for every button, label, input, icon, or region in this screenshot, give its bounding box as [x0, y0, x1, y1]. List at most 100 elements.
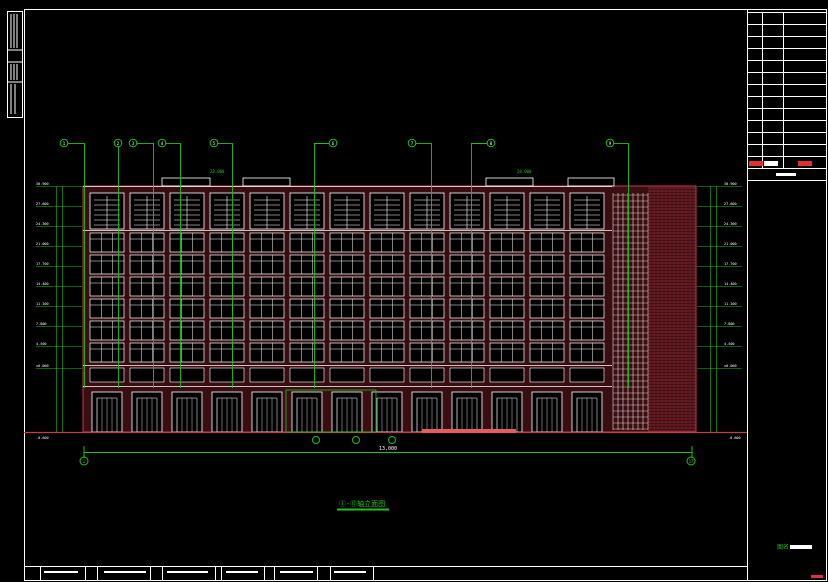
level-label-left: ±0.000: [36, 364, 49, 368]
podium-band-window: [409, 367, 445, 383]
typical-window: [89, 320, 125, 341]
typical-window: [569, 320, 605, 341]
axis-bubble-bottom: [312, 436, 320, 444]
drawing-title: ①-⑰轴立面图: [339, 499, 385, 508]
typical-window: [169, 276, 205, 297]
level-label-right: 27.600: [724, 202, 737, 206]
typical-window: [129, 276, 165, 297]
axis-bubble: [605, 138, 615, 148]
typical-window: [369, 276, 405, 297]
window-bay: [249, 192, 285, 433]
typical-window: [329, 298, 365, 319]
window-bay: [529, 192, 565, 433]
typical-window: [249, 232, 285, 253]
level-label-left: 21.000: [36, 242, 49, 246]
overall-dimension-text: 13,000: [379, 446, 397, 452]
roof-parapet: [161, 177, 211, 187]
roof-parapet: [242, 177, 291, 187]
typical-window: [449, 254, 485, 275]
level-label-right: 30.900: [724, 182, 737, 186]
axis-bubble-label: 2: [117, 141, 120, 146]
window-bay: [209, 192, 245, 433]
typical-window: [489, 254, 525, 275]
typical-window: [129, 320, 165, 341]
typical-window: [369, 232, 405, 253]
typical-window: [529, 232, 565, 253]
title-block-stamp: 图名: [777, 543, 823, 578]
axis-bubble: [407, 138, 417, 148]
podium-band-window: [369, 367, 405, 383]
level-label-left: 7.800: [36, 322, 47, 326]
typical-window: [369, 342, 405, 363]
bottom-strip-text-bar: [280, 571, 313, 573]
typical-window: [329, 276, 365, 297]
typical-window: [329, 232, 365, 253]
typical-window: [409, 254, 445, 275]
window-bay: [409, 192, 445, 433]
typical-window: [249, 342, 285, 363]
podium-band-window: [209, 367, 245, 383]
level-label-left: 27.600: [36, 202, 49, 206]
entrance-canopy-outline: [285, 389, 377, 433]
typical-window: [409, 276, 445, 297]
axis-bubble-label: 4: [161, 141, 164, 146]
window-bay: [169, 192, 205, 433]
podium-band-window: [129, 367, 165, 383]
typical-window: [489, 298, 525, 319]
drawing-title-group: ①-⑰轴立面图: [337, 499, 389, 511]
level-label-left: 14.400: [36, 282, 49, 286]
typical-window: [369, 254, 405, 275]
typical-window: [529, 320, 565, 341]
level-label-right: ±0.000: [724, 364, 737, 368]
typical-window: [209, 232, 245, 253]
typical-window: [249, 298, 285, 319]
level-label-left: 30.900: [36, 182, 49, 186]
building-facade: [24, 177, 747, 434]
typical-window: [289, 342, 325, 363]
level-label-left: 11.100: [36, 302, 49, 306]
typical-window: [569, 276, 605, 297]
typical-window: [369, 298, 405, 319]
window-bay: [569, 192, 605, 433]
axis-bubble-bottom: [352, 436, 360, 444]
typical-window: [569, 254, 605, 275]
window-bay: [89, 192, 125, 433]
podium-band-window: [529, 367, 565, 383]
bottom-title-strip: [24, 567, 374, 580]
title-block-marks: [749, 161, 812, 176]
bottom-strip-text-bar: [167, 571, 208, 573]
typical-window: [249, 276, 285, 297]
typical-window: [569, 342, 605, 363]
typical-window: [409, 298, 445, 319]
axis-bubble-label: 7: [411, 141, 414, 146]
level-label-right: 4.500: [724, 342, 735, 346]
typical-window: [329, 320, 365, 341]
typical-window: [529, 276, 565, 297]
window-bay: [329, 192, 365, 433]
level-markers: 30.90027.60024.30021.00017.70014.40011.1…: [36, 182, 742, 440]
typical-window: [449, 232, 485, 253]
bottom-strip-text-bar: [226, 571, 258, 573]
typical-window: [449, 298, 485, 319]
typical-window: [249, 254, 285, 275]
level-label-left: 4.500: [36, 342, 47, 346]
axis-bubble: [157, 138, 167, 148]
roof-parapet: [567, 177, 615, 187]
typical-window: [129, 342, 165, 363]
typical-window: [529, 254, 565, 275]
axis-bubble-label: 3: [132, 141, 135, 146]
axis-bubble-label: 1: [63, 141, 66, 146]
typical-window: [289, 298, 325, 319]
typical-window: [209, 320, 245, 341]
typical-window: [129, 254, 165, 275]
ground-level-right: -0.600: [728, 436, 741, 440]
ground-level-left: -0.600: [36, 436, 49, 440]
level-label-right: 7.800: [724, 322, 735, 326]
sheet-frame: [24, 9, 827, 581]
axis-bubble-bottom: [388, 436, 396, 444]
title-block-table: [748, 12, 826, 181]
typical-window: [89, 298, 125, 319]
typical-window: [329, 342, 365, 363]
typical-window: [289, 276, 325, 297]
